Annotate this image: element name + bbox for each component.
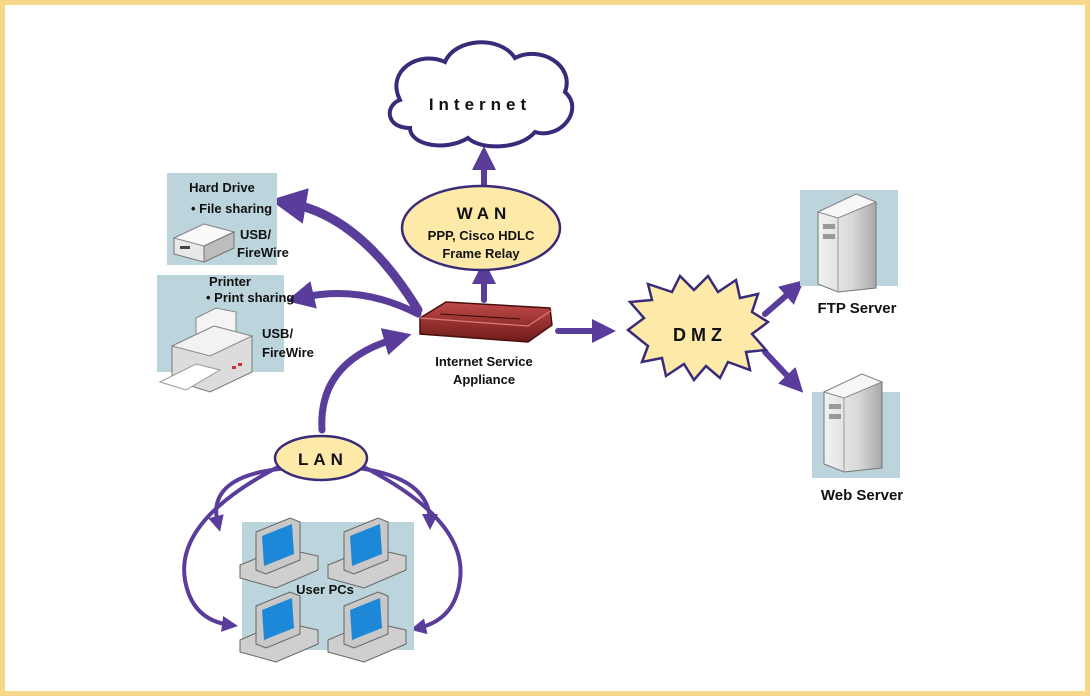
arrow-lan-to-appliance	[318, 328, 412, 434]
web-server-label: Web Server	[821, 487, 903, 504]
arrow-dmz-to-ftp	[762, 280, 805, 317]
printer-node: Printer • Print sharing USB/ FireWire	[157, 274, 314, 393]
dmz-label: DMZ	[673, 325, 727, 345]
arrow-dmz-to-web	[762, 349, 804, 393]
pc-icon	[239, 591, 319, 663]
hard-drive-port-line1: USB/	[240, 227, 271, 242]
hard-drive-title: Hard Drive	[189, 180, 255, 195]
hard-drive-node: Hard Drive • File sharing USB/ FireWire	[167, 173, 289, 265]
dmz-node: DMZ	[625, 273, 771, 383]
wan-node: WAN PPP, Cisco HDLC Frame Relay	[400, 184, 562, 272]
printer-port-line1: USB/	[262, 326, 293, 341]
appliance-label-line2: Appliance	[453, 372, 515, 387]
internet-service-appliance: Internet Service Appliance	[419, 301, 553, 387]
arrow-appliance-to-harddrive	[270, 188, 423, 315]
internet-label: Internet	[429, 95, 531, 114]
pc-icon	[239, 517, 319, 589]
connection-arrows	[182, 146, 805, 635]
ftp-server-label: FTP Server	[818, 300, 897, 317]
lan-label: LAN	[298, 450, 348, 469]
arrow-lan-to-pc-bottom-right	[360, 464, 463, 635]
pc-icon	[327, 591, 407, 663]
hard-drive-port-line2: FireWire	[237, 245, 289, 260]
user-pcs-label: User PCs	[296, 582, 354, 597]
arrow-appliance-to-printer	[286, 281, 422, 318]
printer-icon	[158, 307, 254, 393]
arrow-lan-to-pc-top-left	[208, 466, 290, 532]
ftp-server: FTP Server	[800, 190, 898, 317]
arrow-lan-to-pc-top-right	[356, 466, 438, 530]
internet-cloud: Internet	[387, 40, 575, 149]
wan-protocols-line2: Frame Relay	[442, 246, 520, 261]
hard-drive-feature: • File sharing	[191, 201, 272, 216]
printer-port-line2: FireWire	[262, 345, 314, 360]
arrow-lan-to-pc-bottom-left	[182, 464, 282, 632]
server-tower-icon	[822, 373, 884, 473]
wan-title: WAN	[457, 204, 512, 223]
router-icon	[419, 301, 553, 343]
web-server: Web Server	[812, 373, 903, 504]
lan-node: LAN	[273, 434, 369, 482]
wan-protocols-line1: PPP, Cisco HDLC	[428, 228, 535, 243]
printer-feature: • Print sharing	[206, 290, 294, 305]
pc-icon	[327, 517, 407, 589]
hard-drive-icon	[172, 223, 236, 263]
user-pcs-group: User PCs	[239, 517, 414, 663]
server-tower-icon	[816, 193, 878, 293]
printer-title: Printer	[209, 274, 251, 289]
appliance-label-line1: Internet Service	[435, 354, 533, 369]
